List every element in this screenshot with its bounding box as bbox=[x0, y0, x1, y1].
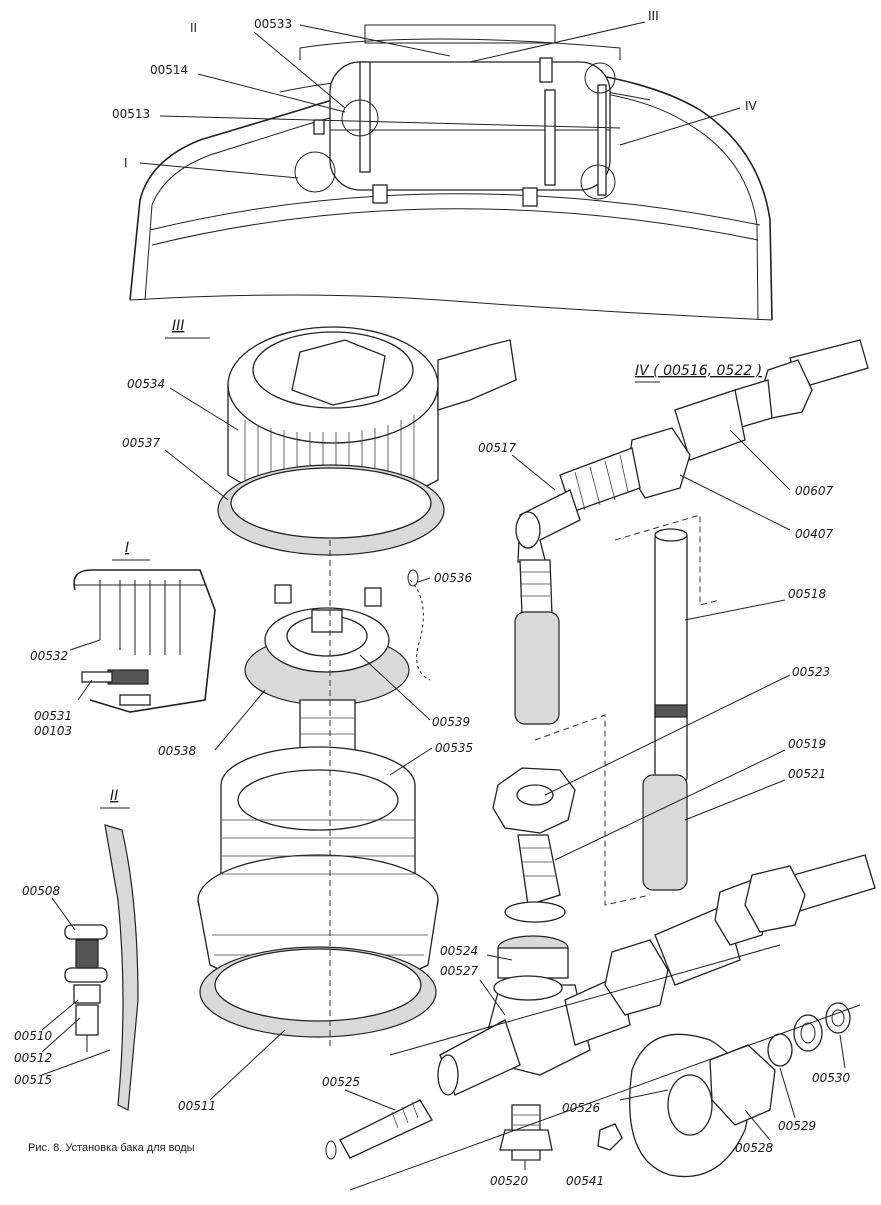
tank-assembly-overview: II 00533 III 00514 00513 IV I bbox=[112, 9, 773, 321]
detail-II-title: II bbox=[110, 788, 118, 804]
part-00407-label: 00407 bbox=[795, 527, 834, 541]
part-00529-label: 00529 bbox=[778, 1119, 816, 1133]
detail-III-title: III bbox=[172, 318, 184, 334]
part-00541-label: 00541 bbox=[566, 1174, 604, 1188]
part-00538-label: 00538 bbox=[158, 744, 197, 758]
callout-00513: 00513 bbox=[112, 107, 150, 121]
part-00525-label: 00525 bbox=[322, 1075, 360, 1089]
part-00512-label: 00512 bbox=[14, 1051, 52, 1065]
figure-caption: Рис. 8. Установка бака для воды bbox=[28, 1142, 195, 1154]
part-00530-label: 00530 bbox=[812, 1071, 851, 1085]
detail-IV-title: IV ( 00516, 0522 ) bbox=[635, 363, 762, 379]
part-00531-label: 00531 bbox=[34, 709, 72, 723]
part-00511-label: 00511 bbox=[178, 1099, 216, 1113]
part-00539-label: 00539 bbox=[432, 715, 470, 729]
part-00534-label: 00534 bbox=[127, 377, 165, 391]
detail-IV-piping: IV ( 00516, 0522 ) bbox=[322, 339, 876, 1191]
part-00103-label: 00103 bbox=[34, 724, 72, 738]
section-marker-IV: IV bbox=[745, 99, 758, 113]
part-00510-label: 00510 bbox=[14, 1029, 53, 1043]
part-00535-label: 00535 bbox=[435, 741, 473, 755]
detail-I-title: I bbox=[125, 540, 129, 556]
part-00518-label: 00518 bbox=[788, 587, 827, 601]
callout-00533: 00533 bbox=[254, 17, 292, 31]
detail-II-strap-bolt: II 00508 00510 00512 00515 bbox=[14, 788, 139, 1111]
part-00517-label: 00517 bbox=[478, 441, 517, 455]
part-00508-label: 00508 bbox=[22, 884, 61, 898]
callout-00514: 00514 bbox=[150, 63, 188, 77]
part-00519-label: 00519 bbox=[788, 737, 826, 751]
part-00515-label: 00515 bbox=[14, 1073, 52, 1087]
part-00532-label: 00532 bbox=[30, 649, 68, 663]
section-marker-III: III bbox=[648, 9, 659, 23]
section-marker-II: II bbox=[190, 21, 197, 35]
part-00527-label: 00527 bbox=[440, 964, 479, 978]
detail-III-filler: III bbox=[122, 318, 517, 1113]
part-00526-label: 00526 bbox=[562, 1101, 601, 1115]
part-00524-label: 00524 bbox=[440, 944, 478, 958]
part-00520-label: 00520 bbox=[490, 1174, 529, 1188]
part-00521-label: 00521 bbox=[788, 767, 826, 781]
part-00528-label: 00528 bbox=[735, 1141, 774, 1155]
section-marker-I: I bbox=[124, 156, 128, 170]
detail-I-bracket: I 00532 00531 00103 bbox=[30, 540, 216, 738]
part-00523-label: 00523 bbox=[792, 665, 830, 679]
part-00536-label: 00536 bbox=[434, 571, 473, 585]
part-00537-label: 00537 bbox=[122, 436, 161, 450]
part-00607-label: 00607 bbox=[795, 484, 834, 498]
